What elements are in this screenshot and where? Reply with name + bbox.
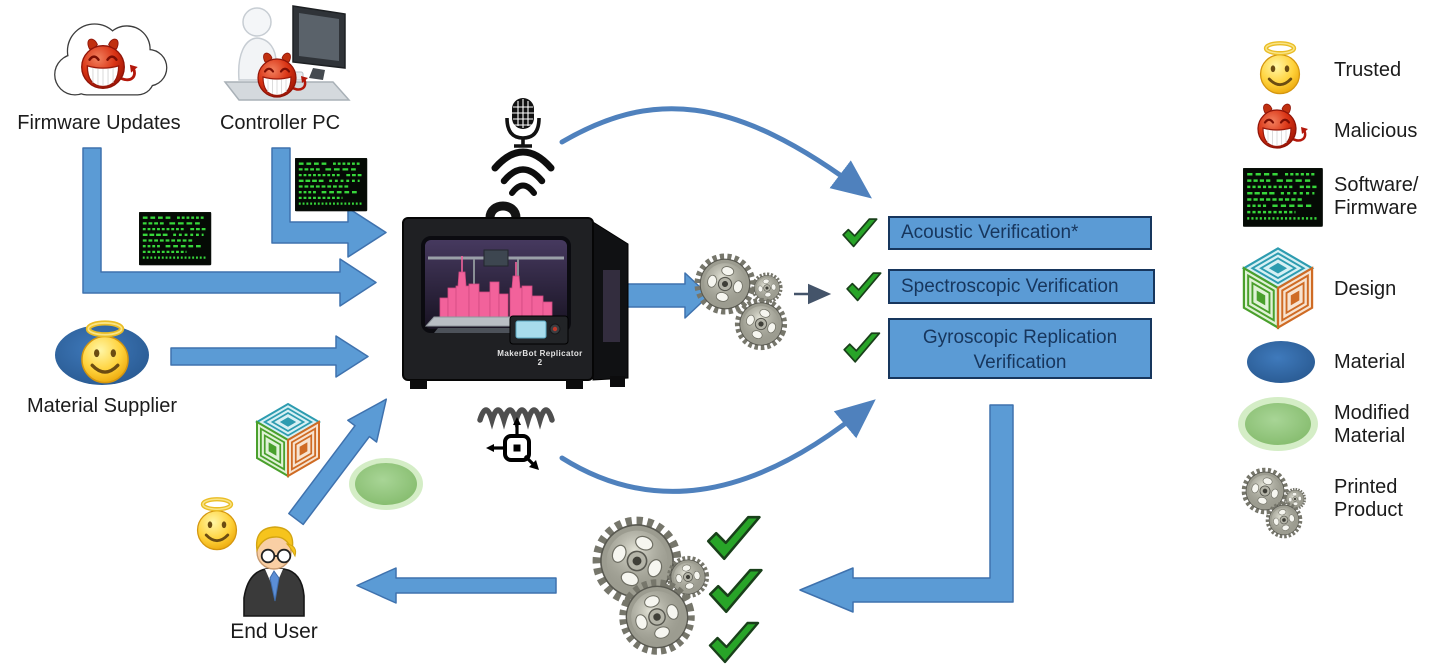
printed-product-icon-legend <box>1240 466 1308 539</box>
controller-pc-icon <box>223 5 351 101</box>
check-spectroscopic <box>846 272 882 302</box>
arrow-acoustic-curve <box>559 106 872 199</box>
code-screen-icon-legend <box>1243 168 1323 227</box>
spectroscopic-verification-box: Spectroscopic Verification <box>888 269 1155 304</box>
microphone-icon <box>505 98 541 148</box>
legend-label-modified-material: Modified Material <box>1334 402 1410 447</box>
check-result-1 <box>706 515 761 561</box>
firmware-updates-label: Firmware Updates <box>17 112 181 134</box>
controller-pc-label: Controller PC <box>219 112 341 134</box>
acoustic-verification-box: Acoustic Verification* <box>888 216 1152 250</box>
vibration-wave-icon <box>477 407 555 430</box>
legend-label-trusted: Trusted <box>1334 59 1402 81</box>
gyroscopic-verification-box: Gyroscopic Replication Verification <box>888 318 1152 379</box>
end-user-icon <box>243 526 305 617</box>
design-cube-icon-legend <box>1242 246 1314 330</box>
material-oval-icon-legend <box>1247 341 1315 383</box>
arrow-controller-to-printer <box>271 147 387 258</box>
angel-icon-enduser <box>198 499 237 549</box>
printer-icon <box>402 201 629 389</box>
legend-label-printed-product: Printed Product <box>1334 476 1403 521</box>
code-screen-controller <box>295 158 368 212</box>
arrow-enduser-to-printer <box>288 398 388 526</box>
arrow-firmware-to-printer <box>82 147 377 307</box>
arrow-gyro-curve <box>559 399 876 494</box>
check-result-2 <box>708 568 763 614</box>
printer-brand-label: MakerBot Replicator 2 <box>497 349 583 367</box>
devil-icon-legend <box>1256 102 1310 150</box>
printed-product-large <box>586 510 710 659</box>
code-screen-firmware <box>139 212 212 266</box>
arrow-supplier-to-printer <box>170 335 369 378</box>
angel-icon-legend <box>1261 43 1300 93</box>
sound-waves-icon <box>491 148 555 196</box>
legend-label-software-firmware: Software/ Firmware <box>1334 174 1419 219</box>
arrow-printer-to-product <box>626 272 710 319</box>
legend-label-malicious: Malicious <box>1334 120 1418 142</box>
material-supplier-label: Material Supplier <box>26 395 178 417</box>
legend-label-design: Design <box>1334 278 1397 300</box>
accelerometer-icon <box>486 417 539 470</box>
modified-material-oval <box>349 458 423 510</box>
modified-material-icon-legend <box>1238 397 1318 451</box>
arrow-verification-to-product <box>799 404 1014 613</box>
design-cube-icon-main <box>255 402 321 478</box>
check-result-3 <box>708 621 760 664</box>
check-acoustic <box>842 218 878 248</box>
legend-label-material: Material <box>1334 351 1406 373</box>
printed-product-small <box>693 252 790 353</box>
end-user-label: End User <box>230 620 318 643</box>
check-gyroscopic <box>843 332 881 363</box>
arrow-verified-to-enduser <box>356 567 557 604</box>
